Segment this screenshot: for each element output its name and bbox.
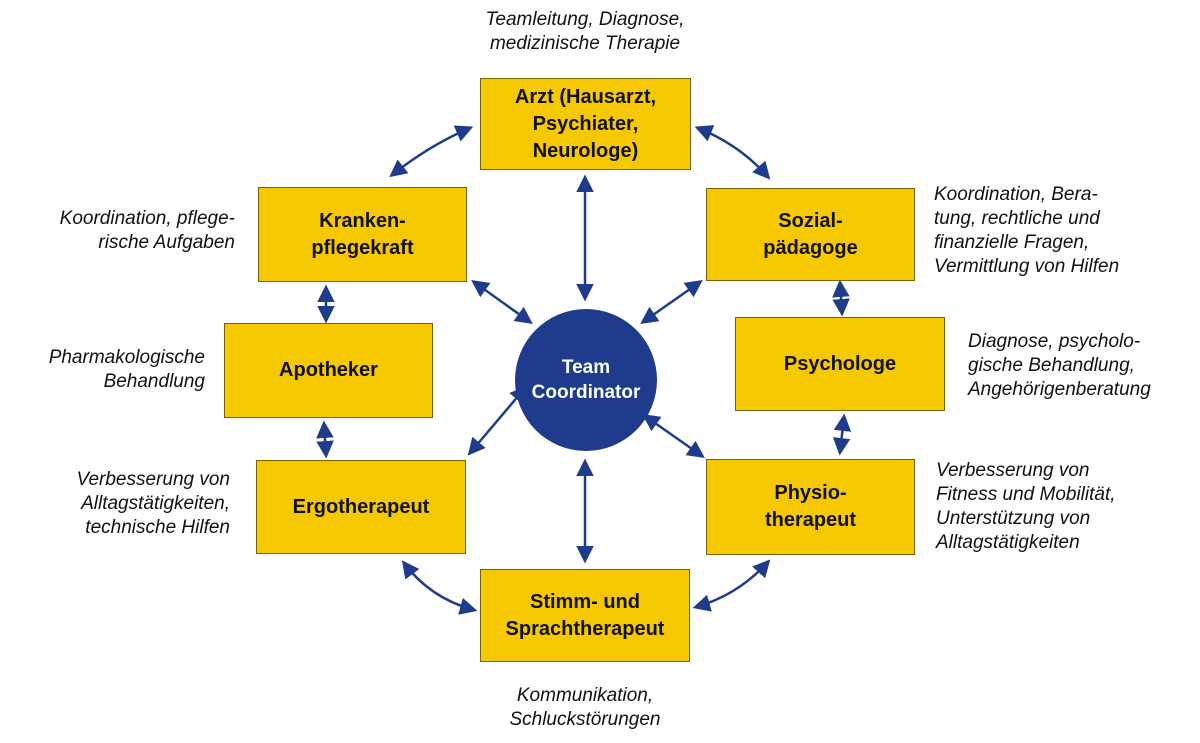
box-psychologe-label: Psychologe [783, 352, 897, 375]
desc-arzt: Teamleitung, Diagnose, medizinische Ther… [485, 9, 685, 54]
box-physiotherapeut: Physio- therapeut [706, 459, 915, 555]
box-sprachtherapeut: Stimm- und Sprachtherapeut [480, 569, 690, 662]
box-sozialpaedagoge-label: Sozial- pädagoge [763, 209, 858, 259]
box-sozialpaedagoge: Sozial- pädagoge [706, 188, 915, 281]
arrow-physiotherapeut-sprachtherapeut [692, 559, 771, 612]
box-krankenpflegekraft-label: Kranken- pflegekraft [311, 209, 414, 259]
box-sprachtherapeut-label: Stimm- und Sprachtherapeut [505, 590, 665, 640]
arrow-arzt-sozialpaedagoge [694, 125, 771, 180]
team-coordinator-circle: Team Coordinator [515, 309, 657, 451]
box-physiotherapeut-label: Physio- therapeut [764, 482, 857, 531]
desc-sprachtherapeut: Kommunikation, Schluckstörungen [509, 685, 661, 730]
arrow-sozialpaedagoge-psychologe [832, 279, 850, 317]
box-apotheker-label: Apotheker [279, 359, 378, 381]
arrow-apotheker-ergotherapeut [316, 420, 334, 459]
arrow-arzt-krankenpflegekraft [389, 125, 474, 178]
desc-apotheker: Pharmakologische Behandlung [48, 347, 205, 392]
box-arzt-label: Arzt (Hausarzt, Psychiater, Neurologe) [514, 85, 657, 162]
arrow-center-physiotherapeut [642, 413, 705, 459]
arrow-center-sozialpaedagoge [640, 279, 703, 325]
arrow-center-ergotherapeut [467, 385, 528, 456]
team-coordinator-label: Team Coordinator [531, 357, 641, 403]
arrow-center-krankenpflegekraft [471, 279, 533, 325]
desc-krankenpflegekraft: Koordination, pflege- rische Aufgaben [59, 208, 235, 253]
box-ergotherapeut-label: Ergotherapeut [292, 495, 430, 518]
box-krankenpflegekraft: Kranken- pflegekraft [258, 187, 467, 282]
arrow-ergotherapeut-sprachtherapeut [401, 560, 478, 615]
box-psychologe: Psychologe [735, 317, 945, 411]
desc-ergotherapeut: Verbesserung von Alltagstätigkeiten, tec… [76, 469, 230, 538]
desc-sozialpaedagoge: Koordination, Bera- tung, rechtliche und… [934, 184, 1120, 277]
arrow-psychologe-physiotherapeut [832, 413, 852, 456]
box-apotheker: Apotheker [224, 323, 433, 418]
box-arzt: Arzt (Hausarzt, Psychiater, Neurologe) [480, 78, 691, 170]
box-ergotherapeut: Ergotherapeut [256, 460, 466, 554]
desc-psychologe: Diagnose, psycholo- gische Behandlung, A… [968, 331, 1151, 400]
desc-physiotherapeut: Verbesserung von Fitness und Mobilität, … [936, 460, 1116, 553]
